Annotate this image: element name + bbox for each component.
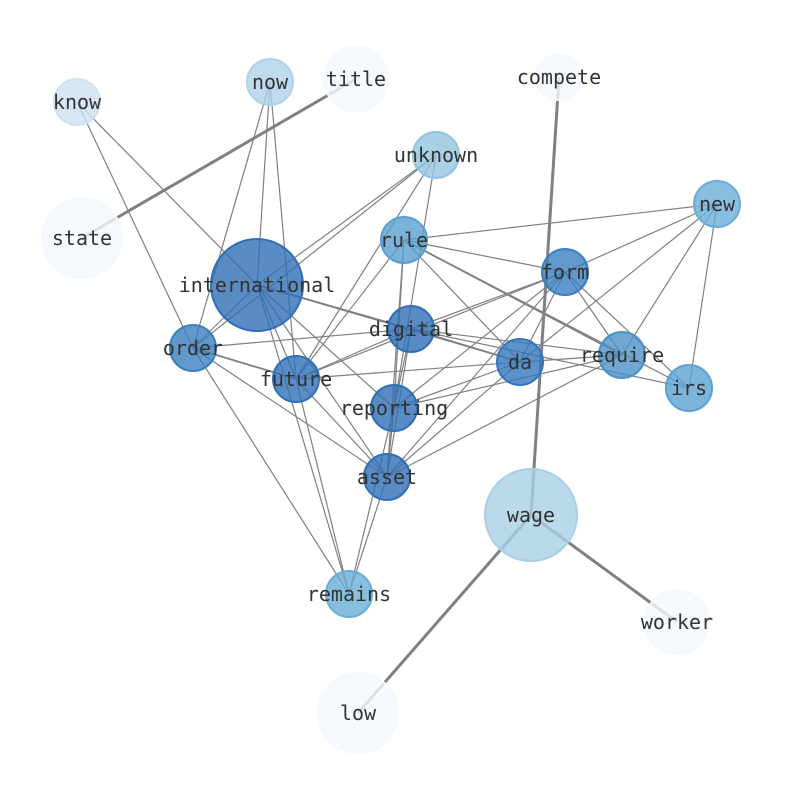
node-circle[interactable] — [412, 131, 460, 179]
node-label: asset — [357, 465, 417, 489]
node-circle[interactable] — [665, 364, 713, 412]
node-future[interactable]: future — [260, 355, 332, 403]
edge-title-state — [81, 77, 357, 240]
node-wage[interactable]: wage — [484, 468, 578, 562]
node-unknown[interactable]: unknown — [394, 131, 478, 179]
edge-form-reporting — [393, 271, 566, 409]
edge-know-order — [76, 101, 194, 349]
node-label: unknown — [394, 143, 478, 167]
node-circle[interactable] — [53, 78, 101, 126]
node-now[interactable]: now — [246, 58, 294, 106]
edge-digital-irs — [410, 328, 690, 389]
node-circle[interactable] — [210, 238, 304, 332]
node-worker[interactable]: worker — [641, 589, 713, 655]
node-circle[interactable] — [41, 197, 123, 279]
node-label: remains — [307, 582, 391, 606]
node-circle[interactable] — [317, 672, 399, 754]
edge-unknown-reporting — [393, 154, 437, 409]
node-low[interactable]: low — [317, 672, 399, 754]
edge-order-remains — [192, 347, 350, 595]
node-circle[interactable] — [363, 453, 411, 501]
edge-new-require — [621, 203, 718, 356]
node-label: title — [326, 67, 386, 91]
node-circle[interactable] — [325, 570, 373, 618]
node-label: order — [163, 336, 223, 360]
node-rule[interactable]: rule — [380, 216, 428, 264]
edge-da-asset — [386, 361, 521, 478]
node-label: compete — [517, 65, 601, 89]
edge-compete-wage — [529, 76, 561, 516]
node-asset[interactable]: asset — [357, 453, 417, 501]
node-label: rule — [380, 228, 428, 252]
node-circle[interactable] — [496, 338, 544, 386]
node-label: wage — [507, 503, 555, 527]
edge-reporting-remains — [348, 407, 395, 595]
edge-digital-order — [192, 328, 412, 349]
edge-new-irs — [688, 203, 718, 389]
node-remains[interactable]: remains — [307, 570, 391, 618]
node-circle[interactable] — [323, 46, 389, 112]
node-international[interactable]: international — [179, 238, 336, 332]
node-circle[interactable] — [541, 248, 589, 296]
node-label: require — [580, 343, 664, 367]
node-circle[interactable] — [644, 589, 710, 655]
node-circle[interactable] — [246, 58, 294, 106]
edge-require-asset — [386, 354, 623, 478]
node-label: reporting — [340, 396, 448, 420]
node-label: form — [541, 260, 589, 284]
node-circle[interactable] — [535, 53, 583, 101]
edge-rule-da — [403, 239, 521, 363]
node-label: worker — [641, 610, 713, 634]
node-label: know — [53, 90, 102, 114]
edge-now-future — [269, 81, 297, 380]
node-title[interactable]: title — [323, 46, 389, 112]
edge-form-irs — [564, 271, 690, 389]
node-require[interactable]: require — [580, 331, 664, 379]
node-circle[interactable] — [272, 355, 320, 403]
node-label: da — [508, 350, 532, 374]
node-state[interactable]: state — [41, 197, 123, 279]
edge-rule-future — [295, 239, 405, 380]
node-da[interactable]: da — [496, 338, 544, 386]
node-new[interactable]: new — [693, 180, 741, 228]
edge-rule-form — [403, 239, 566, 273]
node-label: new — [699, 192, 736, 216]
node-circle[interactable] — [693, 180, 741, 228]
node-reporting[interactable]: reporting — [340, 384, 448, 432]
node-circle[interactable] — [380, 216, 428, 264]
edge-international-remains — [256, 284, 350, 595]
edge-new-form — [564, 203, 718, 273]
node-layer: know now title compete unknown new state rule fo… — [41, 46, 741, 754]
edge-form-asset — [386, 271, 566, 478]
node-digital[interactable]: digital — [369, 305, 453, 353]
edge-future-remains — [295, 378, 350, 595]
node-order[interactable]: order — [163, 324, 223, 372]
node-label: low — [340, 701, 377, 725]
edge-rule-asset — [386, 239, 405, 478]
node-label: state — [52, 226, 112, 250]
edge-now-order — [192, 81, 271, 349]
edge-order-asset — [192, 347, 388, 478]
node-label: future — [260, 367, 332, 391]
node-label: digital — [369, 317, 453, 341]
node-label: international — [179, 273, 336, 297]
edge-new-da — [519, 203, 718, 363]
node-circle[interactable] — [169, 324, 217, 372]
node-know[interactable]: know — [53, 78, 102, 126]
node-circle[interactable] — [370, 384, 418, 432]
node-circle[interactable] — [484, 468, 578, 562]
node-label: now — [252, 70, 289, 94]
edge-form-digital — [410, 271, 566, 330]
node-label: irs — [671, 376, 707, 400]
node-form[interactable]: form — [541, 248, 589, 296]
edge-da-future — [295, 361, 521, 380]
node-circle[interactable] — [387, 305, 435, 353]
node-irs[interactable]: irs — [665, 364, 713, 412]
edge-rule-new — [403, 203, 718, 241]
node-compete[interactable]: compete — [517, 53, 601, 101]
node-circle[interactable] — [598, 331, 646, 379]
